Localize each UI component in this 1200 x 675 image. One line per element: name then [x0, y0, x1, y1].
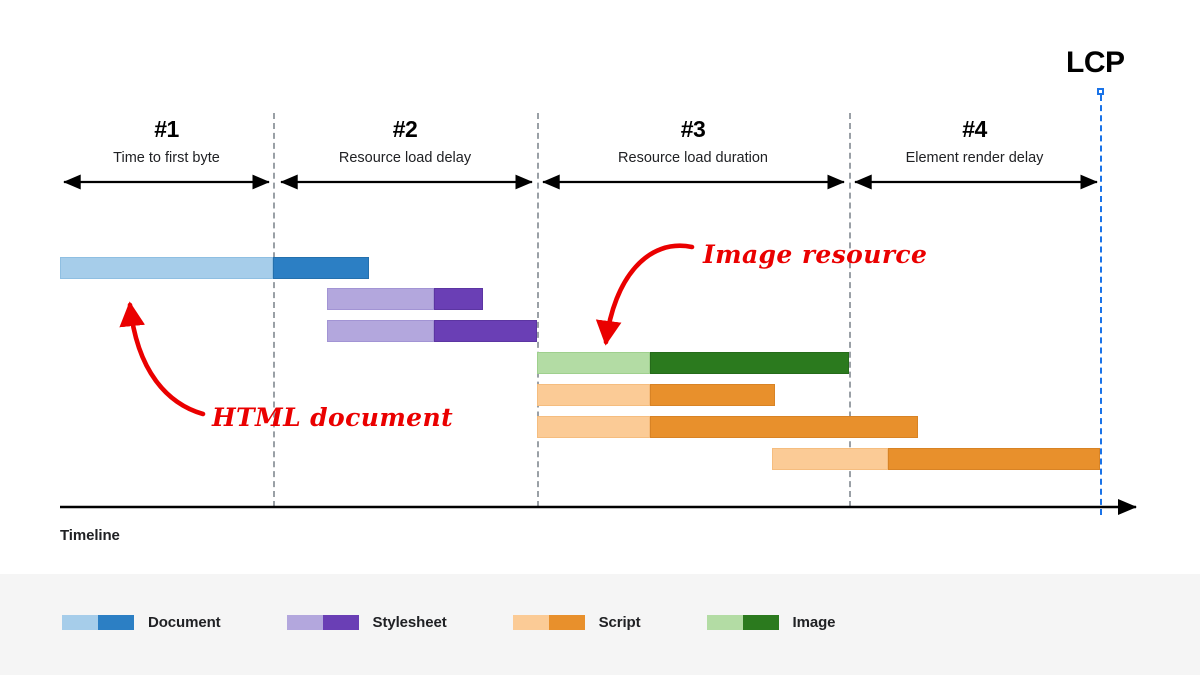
lcp-label: LCP: [1066, 46, 1125, 79]
legend-swatch-script-icon: [512, 615, 585, 630]
bar-image-1: [537, 352, 849, 374]
legend-band: Document Stylesheet Script: [0, 574, 1200, 675]
gridline-phase-2-3: [537, 113, 539, 507]
legend-item-script[interactable]: Script: [512, 614, 641, 631]
legend-item-stylesheet[interactable]: Stylesheet: [286, 614, 447, 631]
bar-segment-dark: [650, 352, 849, 374]
legend: Document Stylesheet Script: [62, 614, 835, 631]
phase-name: Element render delay: [905, 150, 1044, 166]
legend-swatch-document-icon: [62, 615, 134, 630]
bar-segment-light: [537, 352, 650, 374]
legend-label: Document: [148, 614, 221, 631]
bar-stylesheet-2: [327, 320, 537, 342]
legend-label: Image: [792, 614, 836, 631]
bar-segment-dark: [650, 384, 775, 406]
legend-swatch-stylesheet-icon: [286, 615, 359, 630]
bar-script-2: [537, 416, 918, 438]
bar-segment-light: [772, 448, 888, 470]
gridline-phase-1-2: [273, 113, 275, 507]
phase-number: #3: [680, 116, 706, 142]
legend-item-document[interactable]: Document: [62, 614, 221, 631]
phase-number: #2: [392, 116, 418, 142]
annotation-arrow-image-resource: [595, 243, 695, 346]
phase-number: #4: [962, 116, 987, 142]
bar-segment-light: [537, 416, 650, 438]
bar-script-3: [772, 448, 1100, 470]
annotation-arrow-html-document: [119, 301, 206, 417]
annotation-image-resource: Image resource: [703, 240, 928, 269]
phase-number: #1: [154, 116, 179, 142]
phase-name: Resource load duration: [618, 150, 768, 166]
phase-block-1: #1 Time to first byte: [60, 118, 273, 166]
gridline-phase-3-4: [849, 113, 851, 507]
bar-script-1: [537, 384, 775, 406]
bar-segment-light: [537, 384, 650, 406]
phase-name: Time to first byte: [113, 150, 220, 166]
bar-segment-dark: [273, 257, 369, 279]
bar-segment-light: [60, 257, 273, 279]
timeline-axis-label: Timeline: [60, 527, 120, 544]
bar-segment-light: [327, 288, 434, 310]
lcp-vertical-line: [1100, 95, 1102, 515]
bar-stylesheet-1: [327, 288, 483, 310]
phase-name: Resource load delay: [338, 150, 472, 166]
phase-block-4: #4 Element render delay: [849, 118, 1100, 166]
annotation-html-document: HTML document: [212, 403, 454, 432]
bar-segment-dark: [888, 448, 1100, 470]
legend-label: Stylesheet: [372, 614, 447, 631]
bar-segment-light: [327, 320, 434, 342]
legend-label: Script: [598, 614, 641, 631]
legend-item-image[interactable]: Image: [706, 614, 836, 631]
bar-document-1: [60, 257, 369, 279]
bar-segment-dark: [650, 416, 918, 438]
legend-swatch-image-icon: [706, 615, 779, 630]
bar-segment-dark: [434, 320, 537, 342]
phase-block-2: #2 Resource load delay: [273, 118, 537, 166]
lcp-marker-icon: [1097, 88, 1104, 95]
bar-segment-dark: [434, 288, 483, 310]
phase-block-3: #3 Resource load duration: [537, 118, 849, 166]
